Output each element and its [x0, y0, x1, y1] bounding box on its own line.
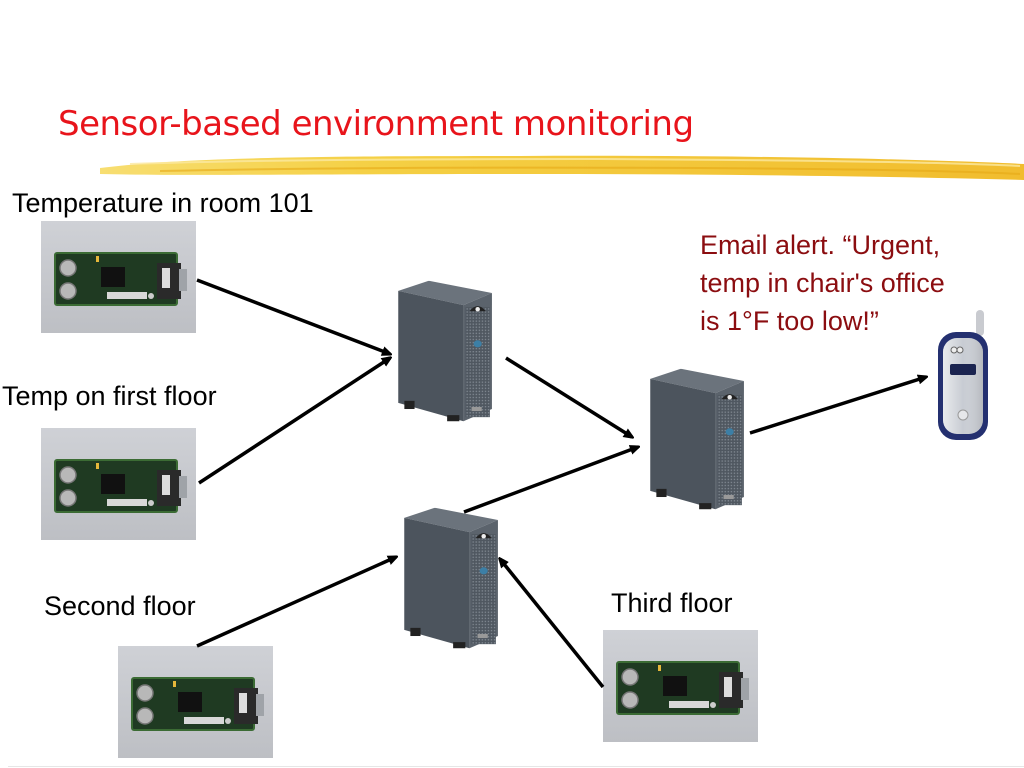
flip-phone-icon — [938, 310, 988, 440]
arrow-server1-to-central — [505, 356, 632, 437]
alert-line: Email alert. “Urgent, — [700, 230, 941, 260]
footer-divider — [8, 766, 1024, 767]
email-alert-text: Email alert. “Urgent, temp in chair's of… — [700, 226, 1024, 340]
sensor-board-third-floor — [603, 630, 758, 742]
sensor-label-first-floor: Temp on first floor — [2, 381, 217, 411]
tower-server-icon — [390, 507, 502, 651]
alert-line: is 1°F too low!” — [700, 306, 879, 336]
alert-line: temp in chair's office — [700, 268, 945, 298]
arrow-central-to-phone — [749, 377, 926, 435]
sensor-label-second-floor: Second floor — [44, 591, 196, 621]
arrow-thirdfloor-to-server2 — [500, 559, 605, 689]
sensor-board-room-101 — [41, 221, 196, 333]
sensor-label-third-floor: Third floor — [611, 588, 733, 618]
sensor-label-room-101: Temperature in room 101 — [12, 188, 314, 218]
tower-server-icon — [636, 368, 748, 512]
sensor-board-second-floor — [118, 646, 273, 758]
title-underline-brush — [100, 155, 1024, 180]
sensor-board-first-floor — [41, 428, 196, 540]
arrow-room101-to-server1 — [196, 278, 390, 354]
arrow-server2-to-central — [463, 447, 638, 514]
arrow-firstfloor-to-server1 — [198, 358, 390, 485]
tower-server-icon — [384, 280, 496, 424]
slide-title: Sensor-based environment monitoring — [58, 104, 694, 144]
arrow-secondfloor-to-server2 — [196, 557, 396, 648]
